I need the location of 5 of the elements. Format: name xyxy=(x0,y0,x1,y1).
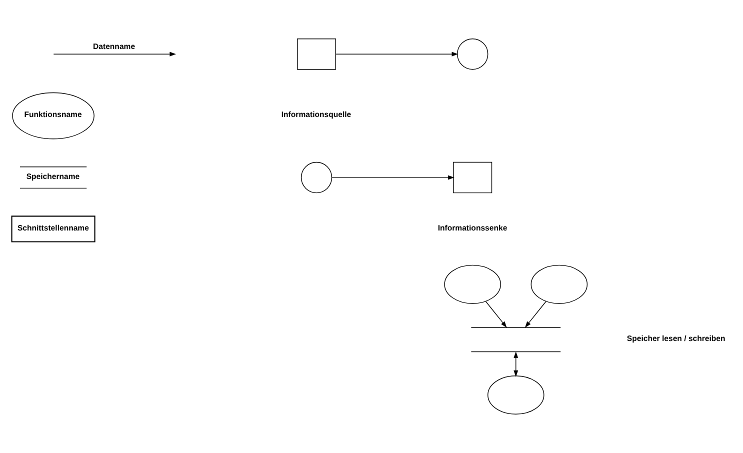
node-text: Speichername xyxy=(26,172,80,181)
label: Informationsquelle xyxy=(281,110,352,120)
legend-label: Datenname xyxy=(93,42,136,51)
label: Informationssenke xyxy=(438,223,508,232)
label: Speicher lesen / schreiben xyxy=(626,334,726,343)
